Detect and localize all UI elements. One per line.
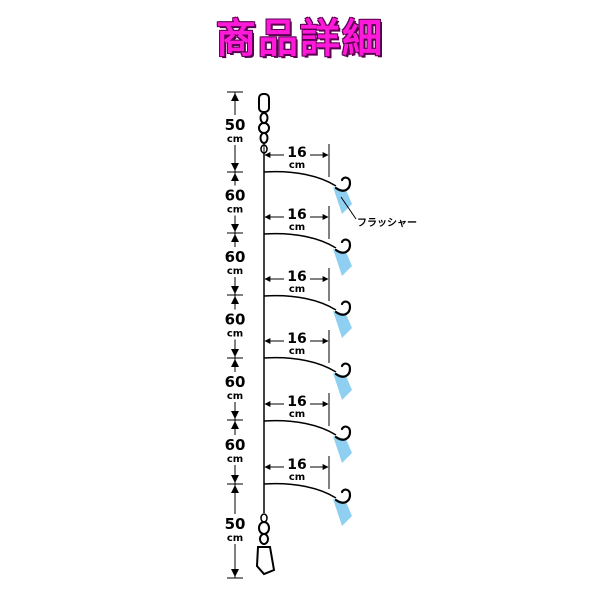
branch-line [263,294,337,311]
label-backdrop [284,330,310,356]
branch-unit: cm [289,472,305,483]
segment-length: 60 [225,436,246,454]
segment-unit: cm [227,454,243,465]
branch-line [263,482,337,499]
hook [334,488,352,504]
dimension-arrow-up [231,296,239,304]
branch-length: 16 [287,145,306,161]
branch-line [263,419,337,436]
bottom-swivel [255,513,276,576]
dimension-arrow-down [231,475,239,483]
flasher [333,311,352,338]
branch-unit: cm [289,222,305,233]
segment-unit: cm [227,391,243,402]
dimension-arrow-up [231,485,239,493]
hook [334,362,352,378]
dimension-arrow-down [231,569,239,577]
branch-length: 16 [287,457,306,473]
branch-length: 16 [287,207,306,223]
label-backdrop [284,393,310,419]
label-backdrop [284,206,310,232]
label-backdrop [223,514,247,544]
segment-length: 60 [225,373,246,391]
branch-line [263,356,337,373]
label-backdrop [223,185,247,216]
flasher [333,187,352,214]
label-backdrop [223,372,247,402]
label-backdrop [284,456,310,482]
dimension-arrow-down [231,286,239,294]
label-backdrop [284,144,310,170]
branch-length: 16 [287,394,306,410]
flasher-label: フラッシャー [357,217,417,229]
branch-unit: cm [289,160,305,171]
dimension-arrow-up [231,93,239,101]
segment-unit: cm [227,266,243,277]
dimension-arrow-up [231,421,239,429]
segment-length: 60 [225,311,246,329]
hook [334,425,352,441]
dimension-arrow-down [231,224,239,232]
flasher-leader [340,196,357,220]
label-backdrop [223,309,247,340]
segment-unit: cm [227,329,243,340]
dimension-arrow-down [231,411,239,419]
segment-length: 50 [225,116,246,134]
hook [334,300,352,316]
segment-length: 60 [225,187,246,205]
hook [334,176,352,192]
segment-length: 60 [225,248,246,266]
branch-unit: cm [289,346,305,357]
segment-unit: cm [227,205,243,216]
label-backdrop [223,435,247,465]
label-backdrop [223,247,247,277]
branch-line [263,170,337,187]
hook [334,238,352,254]
branch-unit: cm [289,284,305,295]
label-backdrop [223,115,247,145]
branch-length: 16 [287,269,306,285]
dimension-arrow-down [231,163,239,171]
page-title: 商品詳細 [216,16,384,62]
dimension-arrow-up [231,173,239,181]
dimension-arrow-up [231,359,239,367]
flasher [333,499,352,526]
flasher [333,373,352,400]
dimension-arrow-up [231,234,239,242]
flasher [333,249,352,276]
segment-length: 50 [225,515,246,533]
branch-length: 16 [287,331,306,347]
segment-unit: cm [227,134,243,145]
label-backdrop [284,268,310,294]
dimension-arrow-down [231,349,239,357]
branch-unit: cm [289,409,305,420]
branch-line [263,232,337,249]
segment-unit: cm [227,533,243,544]
flasher [333,436,352,463]
